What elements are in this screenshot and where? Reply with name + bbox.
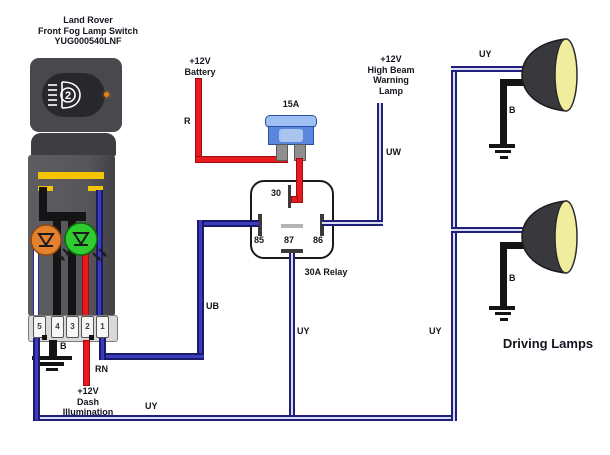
fog-lamp-2-icon: 2 <box>48 81 81 109</box>
switch-contact-right <box>88 186 103 191</box>
dash-illumination-wire <box>83 340 90 386</box>
uy-wire-riser <box>451 66 457 421</box>
driving-lamp-2 <box>521 200 578 274</box>
uy-label-top: UY <box>479 49 492 59</box>
connector-notch <box>42 335 47 340</box>
pin-3: 3 <box>66 316 79 338</box>
fuse-to-relay-wire <box>296 158 303 203</box>
terminal-85-bar <box>258 214 262 236</box>
lamp1-ground-label: B <box>509 105 516 115</box>
switch-ground-wire <box>49 340 57 358</box>
diagram-title: Land Rover Front Fog Lamp Switch YUG0005… <box>8 15 168 47</box>
battery-wire-vertical <box>195 78 202 163</box>
terminal-86-label: 86 <box>313 235 324 245</box>
svg-text:2: 2 <box>65 90 71 102</box>
relay-contact-bar <box>281 224 303 228</box>
relay-name: 30A Relay <box>304 267 348 277</box>
pin-5: 5 <box>33 316 46 338</box>
relay-30-hook <box>291 196 298 203</box>
ub-wire-horizontal-top <box>197 220 259 227</box>
switch-indicator-dot <box>104 92 109 97</box>
switch-blue-wire-pin1 <box>96 190 103 316</box>
lamp2-ground-symbol <box>489 306 515 310</box>
switch-contact-bar <box>38 172 104 179</box>
title-line2: Front Fog Lamp Switch <box>38 25 138 36</box>
fuse-rating: 15A <box>282 99 300 109</box>
green-led <box>64 222 107 261</box>
uy-wire-bottom <box>33 415 457 421</box>
lamp2-ground-horizontal <box>502 242 526 249</box>
terminal-87-bar <box>281 249 303 253</box>
driving-lamp-1 <box>521 38 578 112</box>
switch-black-wire <box>39 187 47 215</box>
high-beam-label: +12V High Beam Warning Lamp <box>367 54 415 96</box>
rocker-button: 2 <box>42 73 109 117</box>
pin-4: 4 <box>51 316 64 338</box>
orange-led <box>30 224 71 261</box>
pin5-wire-stub <box>33 338 40 420</box>
ub-wire-label: UB <box>206 301 219 311</box>
terminal-87-label: 87 <box>284 235 295 245</box>
lamp1-ground-horizontal <box>502 79 526 86</box>
terminal-85-label: 85 <box>254 235 265 245</box>
lamp2-feed-wire <box>451 227 523 233</box>
switch-cap <box>31 133 116 156</box>
battery-wire-horizontal <box>195 156 288 163</box>
fuse-element-window <box>279 129 303 142</box>
lamp2-ground-vertical <box>500 242 507 307</box>
rocker-switch-face: 2 <box>30 58 122 132</box>
pin-1: 1 <box>96 316 109 338</box>
uy-label-bottom: UY <box>145 401 158 411</box>
uw-wire-vertical <box>377 103 383 225</box>
ub-wire-horizontal-bottom <box>99 353 204 360</box>
fuse-leg-left <box>276 144 288 161</box>
uw-wire-to-relay-86 <box>322 220 383 226</box>
ub-wire-vertical <box>197 220 204 360</box>
ground-symbol <box>32 356 72 360</box>
uy-label-mid-left: UY <box>297 326 310 336</box>
uy-label-mid-right: UY <box>429 326 442 336</box>
rn-wire-label: RN <box>95 364 108 374</box>
terminal-30-bar <box>288 185 291 208</box>
lamp2-ground-label: B <box>509 273 516 283</box>
pin-2: 2 <box>81 316 94 338</box>
lamp1-ground-vertical <box>500 79 507 145</box>
terminal-30-label: 30 <box>271 188 282 198</box>
driving-lamps-caption: Driving Lamps <box>502 336 594 351</box>
lamp1-ground-symbol <box>489 144 515 148</box>
battery-label: +12V Battery <box>184 56 216 77</box>
switch-black-wire-pin4 <box>53 221 61 317</box>
title-line1: Land Rover <box>63 15 113 25</box>
dash-illumination-label: +12V Dash Illumination <box>62 386 114 417</box>
uw-wire-label: UW <box>386 147 401 157</box>
switch-black-bar <box>39 212 86 221</box>
pin1-wire-stub <box>99 338 106 360</box>
uy-wire-from-87 <box>289 253 295 418</box>
lamp1-feed-wire <box>451 66 523 72</box>
switch-ground-label: B <box>60 341 67 351</box>
switch-black-wire-pin3 <box>68 221 76 317</box>
connector-notch <box>89 335 94 340</box>
title-line3: YUG000540LNF <box>54 36 122 46</box>
r-wire-label: R <box>184 116 191 126</box>
